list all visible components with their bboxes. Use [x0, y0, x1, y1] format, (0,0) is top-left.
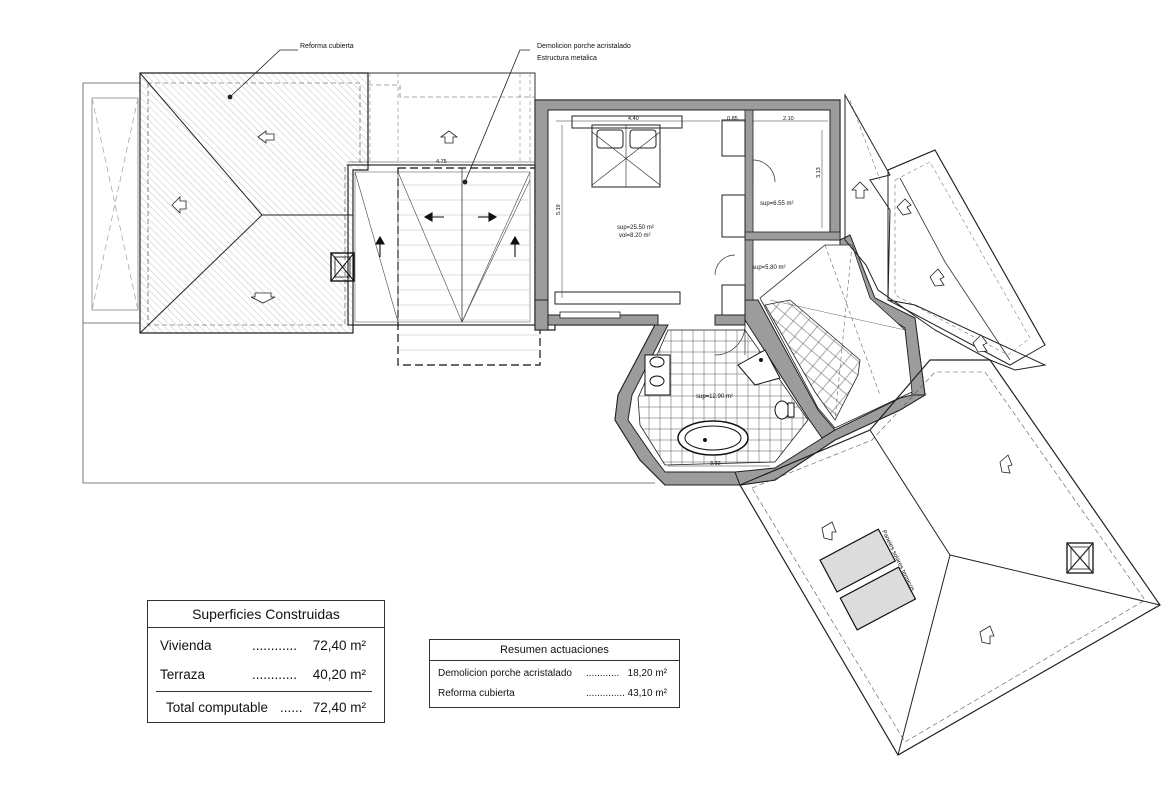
dim-210: 2.10 — [783, 116, 794, 122]
bedroom-volume: vol=8.20 m² — [619, 233, 651, 239]
roof-reform-top — [368, 72, 536, 165]
metal-structure-label: Estructura metalica — [537, 55, 597, 62]
closet-surface: sup=6.55 m² — [760, 201, 794, 207]
hall-surface: sup=5.80 m² — [752, 265, 786, 271]
actions-table: Resumen actuaciones Demolicion porche ac… — [429, 639, 680, 708]
row-dots: ............ — [252, 667, 298, 682]
total-separator — [156, 691, 372, 692]
bedroom-surface: sup=25.50 m² — [617, 225, 654, 231]
row-label: Terraza — [160, 667, 206, 682]
row-value: 72,40 m² — [312, 638, 366, 653]
dim-519: 5.19 — [556, 204, 562, 215]
porch-demolition — [330, 161, 541, 366]
dim-313: 3.13 — [816, 167, 822, 178]
dim-bedroom-width: 4.40 — [628, 116, 639, 122]
total-label: Total computable — [166, 700, 269, 715]
row-label: Vivienda — [160, 638, 212, 653]
dimension-lines — [353, 120, 828, 467]
row-label: Demolicion porche acristalado — [438, 668, 572, 679]
dim-bath-width: 3.32 — [710, 461, 721, 467]
row-dots: ............ — [252, 638, 298, 653]
dim-porch-width: 4.75 — [436, 159, 447, 165]
row-dots: .............. — [586, 688, 625, 699]
porch-arrows — [375, 212, 520, 257]
bed — [554, 115, 683, 305]
row-value: 40,20 m² — [312, 667, 366, 682]
terrace-room — [759, 244, 913, 429]
total-dots: ...... — [280, 700, 303, 715]
solar-panels — [819, 528, 917, 631]
row-value: 18,20 m² — [627, 668, 667, 679]
total-value: 72,40 m² — [312, 700, 366, 715]
roof-reform-label: Reforma cubierta — [300, 43, 354, 50]
surfaces-table-title: Superficies Construidas — [148, 601, 384, 628]
roof-right-lower — [739, 359, 1161, 756]
surfaces-table: Superficies Construidas Vivienda .......… — [147, 600, 385, 723]
leader-lines — [227, 49, 530, 185]
bathroom — [637, 329, 809, 466]
site-outline — [82, 82, 655, 484]
roof-right-upper — [844, 93, 1047, 371]
dim-085: 0.85 — [727, 116, 738, 122]
actions-table-title: Resumen actuaciones — [430, 640, 679, 661]
roof-reform-left — [139, 72, 369, 334]
row-value: 43,10 m² — [627, 688, 667, 699]
row-dots: ............ — [586, 668, 620, 679]
row-label: Reforma cubierta — [438, 688, 515, 699]
porch-demolition-label: Demolicion porche acristalado — [537, 43, 631, 50]
slope-arrows — [171, 130, 1013, 645]
bath-surface: sup=12.90 m² — [696, 394, 733, 400]
